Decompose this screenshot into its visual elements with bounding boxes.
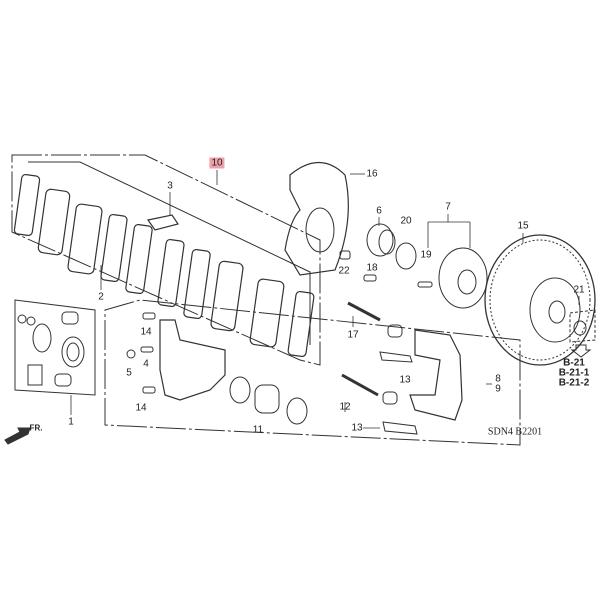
callout-6: 6 [376, 205, 382, 217]
reference-arrow [570, 344, 592, 358]
callout-10: 10 [209, 157, 225, 169]
callout-16: 16 [366, 168, 378, 180]
snap-ring [395, 242, 417, 270]
caliper-frame [104, 299, 521, 446]
caliper-body [159, 319, 226, 401]
front-arrow-icon [4, 427, 31, 445]
splash-shield [284, 162, 349, 276]
callout-11: 11 [252, 424, 264, 436]
callout-3: 3 [167, 180, 173, 192]
callout-18: 18 [366, 262, 378, 274]
pad-clip-upper [379, 351, 413, 363]
callout-14: 14 [140, 326, 152, 338]
callout-21: 21 [573, 284, 585, 296]
callout-22: 22 [338, 265, 350, 277]
callout-9: 9 [495, 383, 501, 395]
callout-4: 4 [143, 358, 149, 370]
callout-19: 19 [420, 249, 432, 261]
front-label: FR. [29, 423, 43, 433]
piston-seal [229, 376, 251, 404]
pad-set-inner-frame [28, 161, 311, 345]
brake-pads [13, 173, 315, 358]
dust-seal [286, 397, 308, 425]
callout-13: 13 [351, 422, 363, 434]
pad-clip-lower [382, 421, 418, 435]
caliper-bracket [409, 329, 463, 421]
callout-2: 2 [98, 291, 104, 303]
reference-b21[interactable]: B-21 [563, 357, 585, 369]
pad-set-frame [11, 154, 321, 366]
callout-20: 20 [400, 215, 412, 227]
callout-15: 15 [517, 220, 529, 232]
callout-12: 12 [339, 401, 351, 413]
callout-8: 8 [495, 373, 501, 385]
diagram-code: SDN4 B2201 [487, 426, 543, 438]
brake-disc [484, 234, 596, 366]
reference-b21-2[interactable]: B-21-2 [558, 377, 590, 389]
callout-1: 1 [68, 416, 74, 428]
seal-kit-frame [14, 299, 96, 396]
seal-kit-parts [17, 311, 85, 387]
callout-7: 7 [445, 201, 451, 213]
leader-lines [70, 170, 580, 429]
callout-5: 5 [126, 367, 132, 379]
piston [254, 384, 280, 414]
hub [438, 247, 488, 309]
reference-b21-1[interactable]: B-21-1 [558, 367, 590, 379]
wheel-bearing [366, 223, 394, 257]
callout-13: 13 [399, 374, 411, 386]
callout-17: 17 [347, 329, 359, 341]
callout-14: 14 [135, 402, 147, 414]
